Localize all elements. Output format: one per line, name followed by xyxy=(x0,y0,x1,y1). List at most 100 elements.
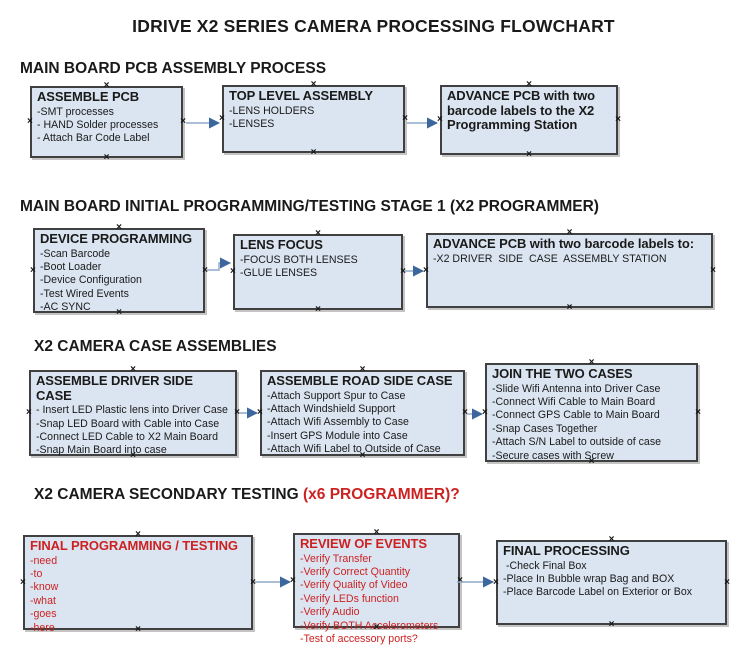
box-item: -Secure cases with Screw xyxy=(492,449,614,462)
box-item: -Attach Windshield Support xyxy=(267,402,396,415)
box-item: - Insert LED Plastic lens into Driver Ca… xyxy=(36,404,228,417)
section-heading-initial-programming: MAIN BOARD INITIAL PROGRAMMING/TESTING S… xyxy=(20,198,599,215)
box-item: -Attach Wifi Label to Outside of Case xyxy=(267,443,441,456)
box-item: -Snap Main Board into case xyxy=(36,444,167,457)
box-item: -Verify Quality of Video xyxy=(300,579,408,592)
box-item: -know xyxy=(30,581,59,594)
box-item: -Scan Barcode xyxy=(40,247,111,260)
flow-arrow-icon[interactable] xyxy=(207,257,232,271)
box-item: -Check Final Box xyxy=(503,559,587,572)
process-box-assemble-pcb[interactable]: ASSEMBLE PCB -SMT processes- HAND Solder… xyxy=(27,81,186,163)
anchor-x-icon: × xyxy=(20,576,26,588)
box-title: ASSEMBLE ROAD SIDE CASE xyxy=(267,373,453,388)
anchor-x-icon: × xyxy=(27,116,33,127)
box-item: - Attach Bar Code Label xyxy=(37,132,150,145)
process-box-final-programming-testing[interactable]: FINAL PROGRAMMING / TESTING -need-to-kno… xyxy=(20,530,256,635)
anchor-x-icon: × xyxy=(219,113,225,124)
process-box-lens-focus[interactable]: LENS FOCUS -FOCUS BOTH LENSES-GLUE LENSE… xyxy=(230,229,406,315)
anchor-x-icon: × xyxy=(526,79,532,90)
anchor-x-icon: × xyxy=(257,407,263,418)
box-item: -Place Barcode Label on Exterior or Box xyxy=(503,586,693,599)
box-item: -Attach Wifi Assembly to Case xyxy=(267,416,409,429)
process-box-assemble-road-side-case[interactable]: ASSEMBLE ROAD SIDE CASE -Attach Support … xyxy=(257,365,468,461)
anchor-x-icon: × xyxy=(315,228,321,239)
anchor-x-icon: × xyxy=(250,576,256,588)
anchor-x-icon: × xyxy=(230,266,236,277)
section-heading-secondary-testing: X2 CAMERA SECONDARY TESTING (x6 PROGRAMM… xyxy=(34,486,460,504)
process-box-review-of-events[interactable]: REVIEW OF EVENTS -Verify Transfer -Verify… xyxy=(290,528,463,645)
box-title: FINAL PROCESSING xyxy=(503,543,630,558)
box-item: -Verify Transfer xyxy=(300,552,372,565)
anchor-x-icon: × xyxy=(359,364,366,375)
box-title: DEVICE PROGRAMMING xyxy=(40,231,193,246)
section-heading-text: X2 CAMERA SECONDARY TESTING xyxy=(34,486,303,503)
flowchart-title: IDRIVE X2 SERIES CAMERA PROCESSING FLOWC… xyxy=(132,16,615,36)
anchor-x-icon: × xyxy=(588,456,595,467)
box-item: -Verify Audio xyxy=(300,606,360,619)
process-box-device-programming[interactable]: DEVICE PROGRAMMING -Scan Barcode-Boot Lo… xyxy=(30,223,208,318)
box-item: -AC SYNC xyxy=(40,301,91,314)
anchor-x-icon: × xyxy=(116,222,122,233)
box-item: -Verify BOTH Accelerometers xyxy=(300,619,439,632)
box-item: -Attach S/N Label to outside of case xyxy=(492,436,662,449)
anchor-x-icon: × xyxy=(493,576,499,588)
anchor-x-icon: × xyxy=(457,574,463,586)
anchor-x-icon: × xyxy=(135,529,141,540)
box-item: -Connect Wifi Cable to Main Board xyxy=(492,395,656,408)
anchor-x-icon: × xyxy=(423,264,429,276)
anchor-x-icon: × xyxy=(695,406,701,418)
box-item: - HAND Solder processes xyxy=(37,118,159,131)
process-box-join-the-two-cases[interactable]: JOIN THE TWO CASES -Slide Wifi Antenna i… xyxy=(482,358,701,467)
anchor-x-icon: × xyxy=(400,266,406,277)
anchor-x-icon: × xyxy=(202,264,208,276)
box-item: -need xyxy=(30,554,58,567)
anchor-x-icon: × xyxy=(103,80,110,91)
box-item: -Snap LED Board with Cable into Case xyxy=(36,417,220,430)
box-item: -Verify LEDs function xyxy=(300,592,399,605)
box-item: -FOCUS BOTH LENSES xyxy=(240,253,358,266)
box-item: -LENSES xyxy=(229,117,275,130)
box-item: -Snap Cases Together xyxy=(492,422,598,435)
process-box-top-level-assembly[interactable]: TOP LEVEL ASSEMBLY -LENS HOLDERS-LENSES … xyxy=(219,80,408,158)
anchor-x-icon: × xyxy=(373,527,380,538)
box-item: -Slide Wifi Antenna into Driver Case xyxy=(492,382,661,395)
anchor-x-icon: × xyxy=(116,307,122,318)
anchor-x-icon: × xyxy=(482,406,488,418)
process-box-assemble-driver-side-case[interactable]: ASSEMBLE DRIVER SIDE CASE - Insert LED P… xyxy=(26,365,240,461)
anchor-x-icon: × xyxy=(315,304,321,315)
anchor-x-icon: × xyxy=(373,622,380,633)
box-item: -to xyxy=(30,567,43,580)
anchor-x-icon: × xyxy=(608,619,615,630)
anchor-x-icon: × xyxy=(130,450,136,461)
anchor-x-icon: × xyxy=(359,450,366,461)
box-item: -here xyxy=(30,621,55,634)
anchor-x-icon: × xyxy=(437,114,443,125)
anchor-x-icon: × xyxy=(310,79,317,90)
box-item: -Boot Loader xyxy=(40,260,102,273)
box-title: REVIEW OF EVENTS xyxy=(300,536,427,551)
box-item: -X2 DRIVER SIDE CASE ASSEMBLY STATION xyxy=(433,252,667,265)
anchor-x-icon: × xyxy=(526,149,532,160)
box-item: -Insert GPS Module into Case xyxy=(267,429,408,442)
anchor-x-icon: × xyxy=(402,113,408,124)
box-item: -GLUE LENSES xyxy=(240,266,318,279)
box-item: -Test Wired Events xyxy=(40,287,129,300)
anchor-x-icon: × xyxy=(710,264,716,276)
process-box-advance-pcb-driver-side[interactable]: ADVANCE PCB with two barcode labels to: … xyxy=(423,228,716,313)
anchor-x-icon: × xyxy=(30,264,36,276)
anchor-x-icon: × xyxy=(290,574,296,586)
anchor-x-icon: × xyxy=(615,114,621,125)
process-box-advance-pcb-programming-station[interactable]: ADVANCE PCB with two barcode labels to t… xyxy=(437,80,621,160)
anchor-x-icon: × xyxy=(310,147,317,158)
box-item: -Connect GPS Cable to Main Board xyxy=(492,409,660,422)
process-box-final-processing[interactable]: FINAL PROCESSING -Check Final Box -Place … xyxy=(493,535,730,630)
box-title: ASSEMBLE PCB xyxy=(37,89,140,104)
anchor-x-icon: × xyxy=(724,576,730,588)
section-heading-pcb-assembly: MAIN BOARD PCB ASSEMBLY PROCESS xyxy=(20,60,327,77)
anchor-x-icon: × xyxy=(566,302,573,313)
box-item: -goes xyxy=(30,608,57,621)
box-title: TOP LEVEL ASSEMBLY xyxy=(229,88,373,103)
box-title: ADVANCE PCB with two barcode labels to: xyxy=(433,236,694,251)
